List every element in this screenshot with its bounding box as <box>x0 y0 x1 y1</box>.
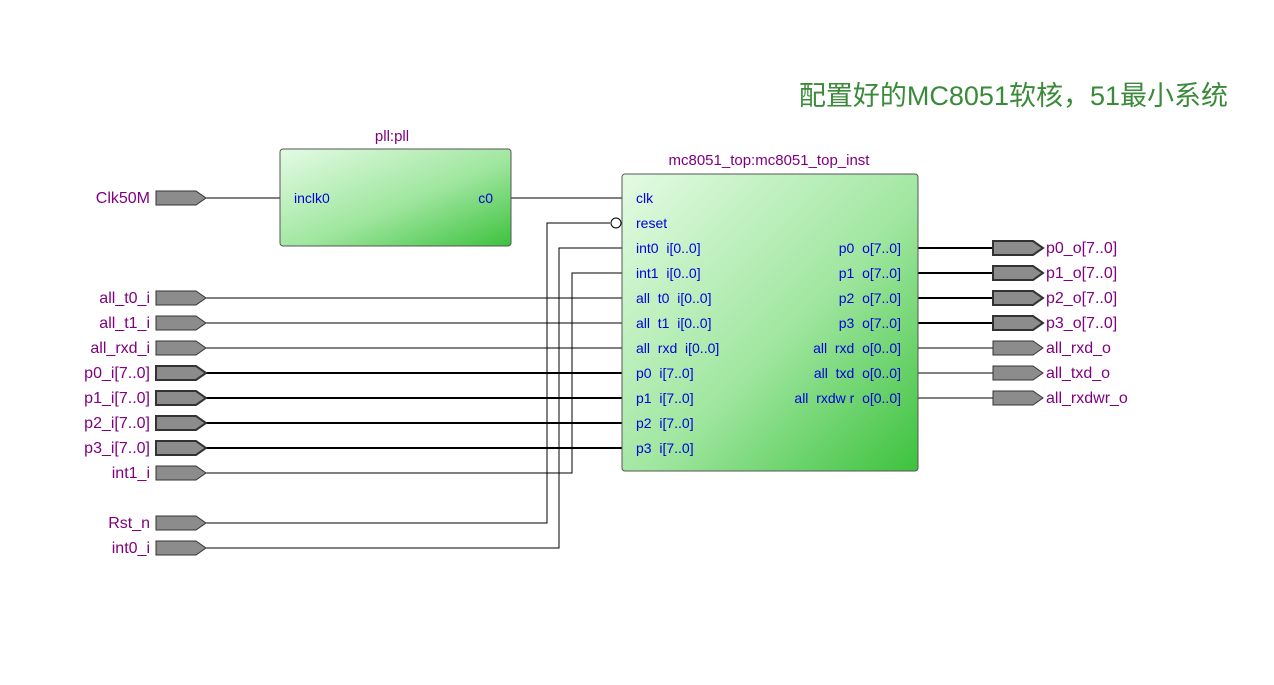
input-pin-label: int1_i <box>112 465 150 482</box>
top-port-p3-o-7-0: p3 o[7..0] <box>839 315 901 331</box>
input-pin-rst-n[interactable]: Rst_n <box>108 515 207 532</box>
top-right-ports: p0 o[7..0] p1 o[7..0] p2 o[7..0] p3 o[7..0]… <box>794 240 901 406</box>
top-port-all-t0-i-0-0: all t0 i[0..0] <box>636 290 711 306</box>
output-pin-shape[interactable] <box>992 265 1045 281</box>
output-pin-label: all_rxd_o <box>1046 340 1111 357</box>
input-pin-label: all_t0_i <box>99 290 150 307</box>
output-pin-label: p0_o[7..0] <box>1046 240 1117 257</box>
input-pin-shape[interactable] <box>155 190 207 206</box>
mc8051-top-block[interactable]: mc8051_top:mc8051_top_inst clk reset int0 … <box>621 152 919 472</box>
input-pins: Clk50M all_t0_i all_t1_i all_rxd_i p0_i[7..0… <box>84 190 208 557</box>
output-pins: p0_o[7..0] p1_o[7..0] p2_o[7..0] p3_o[7..0]… <box>992 240 1128 407</box>
top-port-p0-i-7-0: p0 i[7..0] <box>636 365 694 381</box>
output-pin-shape[interactable] <box>992 315 1045 331</box>
top-port-all-txd-o-0-0: all txd o[0..0] <box>814 365 901 381</box>
top-port-clk: clk <box>636 190 654 206</box>
top-port-p3-i-7-0: p3 i[7..0] <box>636 440 694 456</box>
input-pin-int0-i[interactable]: int0_i <box>112 540 207 557</box>
input-pin-shape[interactable] <box>155 515 207 531</box>
top-left-ports: clk reset int0 i[0..0] int1 i[0..0] all t0 i… <box>636 190 719 456</box>
input-pin-shape[interactable] <box>155 415 208 431</box>
output-pin-label: p2_o[7..0] <box>1046 290 1117 307</box>
output-pin-shape[interactable] <box>992 390 1044 406</box>
top-port-all-rxd-i-0-0: all rxd i[0..0] <box>636 340 719 356</box>
input-pin-all-rxd-i[interactable]: all_rxd_i <box>90 340 207 357</box>
input-pin-label: int0_i <box>112 540 150 557</box>
diagram-title: 配置好的MC8051软核，51最小系统 <box>799 81 1228 111</box>
pll-block[interactable]: pll:pll inclk0 c0 <box>279 128 512 247</box>
input-pin-shape[interactable] <box>155 290 207 306</box>
output-pin-shape[interactable] <box>992 290 1045 306</box>
input-pin-label: p2_i[7..0] <box>84 415 150 432</box>
pll-port-c0: c0 <box>478 190 493 206</box>
input-pin-all-t0-i[interactable]: all_t0_i <box>99 290 207 307</box>
wires <box>206 197 993 549</box>
mc8051-top-block-title: mc8051_top:mc8051_top_inst <box>669 152 871 169</box>
input-pin-p1-i-7-0[interactable]: p1_i[7..0] <box>84 390 208 407</box>
top-port-p2-i-7-0: p2 i[7..0] <box>636 415 694 431</box>
input-pin-label: p0_i[7..0] <box>84 365 150 382</box>
output-pin-all-rxd-o[interactable]: all_rxd_o <box>992 340 1111 357</box>
output-pin-p0-o-7-0[interactable]: p0_o[7..0] <box>992 240 1117 257</box>
mc8051-top-block-body[interactable] <box>621 173 919 472</box>
output-pin-label: p3_o[7..0] <box>1046 315 1117 332</box>
top-port-p0-o-7-0: p0 o[7..0] <box>839 240 901 256</box>
input-pin-shape[interactable] <box>155 365 208 381</box>
input-pin-label: all_rxd_i <box>90 340 150 357</box>
output-pin-p1-o-7-0[interactable]: p1_o[7..0] <box>992 265 1117 282</box>
top-port-p1-o-7-0: p1 o[7..0] <box>839 265 901 281</box>
output-pin-p3-o-7-0[interactable]: p3_o[7..0] <box>992 315 1117 332</box>
top-port-all-t1-i-0-0: all t1 i[0..0] <box>636 315 711 331</box>
output-pin-label: p1_o[7..0] <box>1046 265 1117 282</box>
input-pin-p3-i-7-0[interactable]: p3_i[7..0] <box>84 440 208 457</box>
input-pin-p0-i-7-0[interactable]: p0_i[7..0] <box>84 365 208 382</box>
top-port-all-rxd-o-0-0: all rxd o[0..0] <box>813 340 901 356</box>
input-pin-label: Rst_n <box>108 515 150 532</box>
top-port-int1-i-0-0: int1 i[0..0] <box>636 265 701 281</box>
top-port-reset: reset <box>636 215 667 231</box>
top-port-int0-i-0-0: int0 i[0..0] <box>636 240 701 256</box>
pll-block-title: pll:pll <box>375 128 409 145</box>
input-pin-shape[interactable] <box>155 440 208 456</box>
output-pin-shape[interactable] <box>992 240 1045 256</box>
input-pin-label: p3_i[7..0] <box>84 440 150 457</box>
input-pin-shape[interactable] <box>155 465 207 481</box>
pll-block-body[interactable] <box>279 148 512 247</box>
input-pin-label: p1_i[7..0] <box>84 390 150 407</box>
output-pin-all-txd-o[interactable]: all_txd_o <box>992 365 1110 382</box>
input-pin-p2-i-7-0[interactable]: p2_i[7..0] <box>84 415 208 432</box>
output-pin-p2-o-7-0[interactable]: p2_o[7..0] <box>992 290 1117 307</box>
input-pin-shape[interactable] <box>155 340 207 356</box>
top-port-p1-i-7-0: p1 i[7..0] <box>636 390 694 406</box>
input-pin-int1-i[interactable]: int1_i <box>112 465 207 482</box>
input-pin-shape[interactable] <box>155 315 207 331</box>
top-port-p2-o-7-0: p2 o[7..0] <box>839 290 901 306</box>
input-pin-label: all_t1_i <box>99 315 150 332</box>
reset-invert-bubble <box>610 217 622 229</box>
top-port-all-rxdw-r-o-0-0: all rxdw r o[0..0] <box>794 390 901 406</box>
input-pin-shape[interactable] <box>155 390 208 406</box>
output-pin-shape[interactable] <box>992 365 1044 381</box>
output-pin-all-rxdwr-o[interactable]: all_rxdwr_o <box>992 390 1128 407</box>
input-pin-all-t1-i[interactable]: all_t1_i <box>99 315 207 332</box>
input-pin-clk50m[interactable]: Clk50M <box>96 190 207 207</box>
pll-port-inclk0: inclk0 <box>294 190 330 206</box>
input-pin-label: Clk50M <box>96 190 150 207</box>
output-pin-label: all_rxdwr_o <box>1046 390 1128 407</box>
output-pin-shape[interactable] <box>992 340 1044 356</box>
output-pin-label: all_txd_o <box>1046 365 1110 382</box>
input-pin-shape[interactable] <box>155 540 207 556</box>
